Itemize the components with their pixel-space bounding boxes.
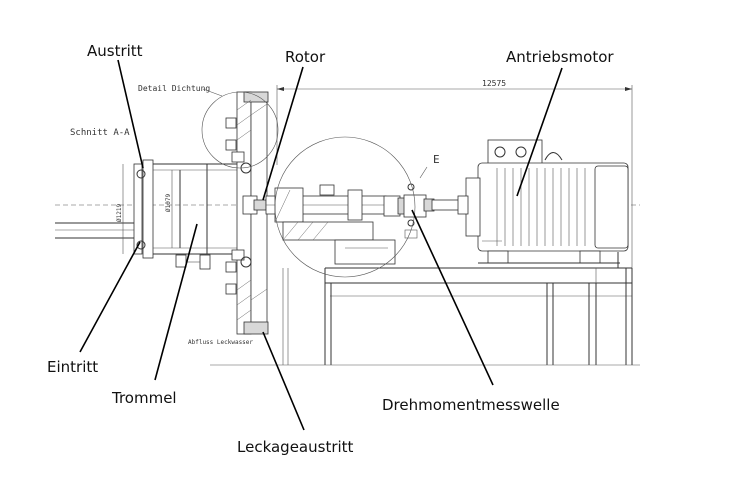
label-eintritt: Eintritt bbox=[47, 358, 98, 376]
drawing-annotations: Detail Dichtung Schnitt A-A E Abfluss Le… bbox=[70, 84, 440, 346]
leader-rotor bbox=[262, 66, 304, 201]
callout-labels: Austritt Rotor Antriebsmotor Eintritt Tr… bbox=[47, 42, 614, 456]
motor bbox=[457, 139, 629, 264]
leader-trommel bbox=[154, 223, 198, 381]
leader-leckageaustritt bbox=[262, 331, 305, 431]
leader-eintritt bbox=[79, 241, 141, 353]
leader-lines bbox=[79, 59, 563, 431]
abfluss-text: Abfluss Leckwasser bbox=[188, 339, 253, 346]
rotor-housing bbox=[201, 91, 279, 335]
machine-frame bbox=[210, 252, 640, 366]
drum: Ø1219 Ø1079 bbox=[116, 159, 237, 270]
label-austritt: Austritt bbox=[87, 42, 143, 60]
leader-antriebsmotor bbox=[516, 67, 563, 197]
dia-inner-text: Ø1079 bbox=[165, 194, 172, 212]
label-antriebsmotor: Antriebsmotor bbox=[506, 48, 614, 66]
leader-drehmomentmesswelle bbox=[411, 209, 494, 386]
detail-dichtung-text: Detail Dichtung bbox=[138, 84, 210, 93]
leader-austritt bbox=[117, 59, 144, 169]
shaft-assembly bbox=[265, 136, 463, 278]
schnitt-text: Schnitt A-A bbox=[70, 128, 130, 138]
label-trommel: Trommel bbox=[111, 389, 177, 407]
label-drehmomentmesswelle: Drehmomentmesswelle bbox=[382, 396, 560, 414]
inlet-pipe bbox=[55, 222, 135, 239]
detail-e-text: E bbox=[433, 153, 440, 166]
label-rotor: Rotor bbox=[285, 48, 326, 66]
dimension-length-text: 12575 bbox=[482, 79, 506, 88]
label-leckageaustritt: Leckageaustritt bbox=[237, 438, 354, 456]
dia-outer-text: Ø1219 bbox=[116, 204, 123, 222]
